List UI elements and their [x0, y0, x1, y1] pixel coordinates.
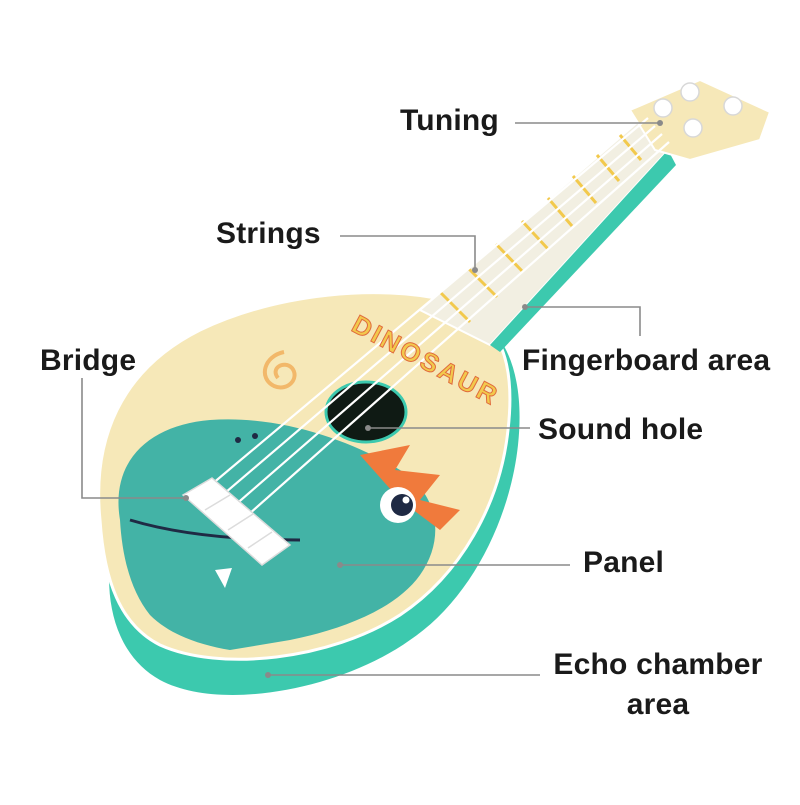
label-fingerboard-area: Fingerboard area — [522, 344, 771, 377]
dino-tooth — [215, 568, 232, 588]
frets — [438, 134, 643, 324]
leader-line-bridge — [81, 378, 186, 499]
dino-spikes — [360, 445, 460, 530]
dino-pupil — [391, 494, 413, 516]
strings — [192, 117, 670, 531]
dino-nostril — [235, 437, 241, 443]
dino-nostril — [252, 433, 258, 439]
label-sound-hole: Sound hole — [538, 413, 704, 446]
label-tuning: Tuning — [400, 104, 499, 137]
leader-line-strings — [340, 235, 476, 270]
leader-lines — [81, 120, 663, 678]
label-echo-chamber-area: Echo chamber area — [553, 648, 763, 721]
label-bridge: Bridge — [40, 344, 137, 377]
neck-side — [490, 150, 676, 352]
label-panel: Panel — [583, 546, 665, 579]
bridge — [181, 477, 292, 566]
tuning-pegs — [653, 82, 743, 138]
dino-eye-shine — [402, 496, 410, 504]
leader-line-fingerboard — [525, 306, 641, 336]
swirl-decoration — [262, 350, 297, 390]
label-strings: Strings — [216, 217, 321, 250]
